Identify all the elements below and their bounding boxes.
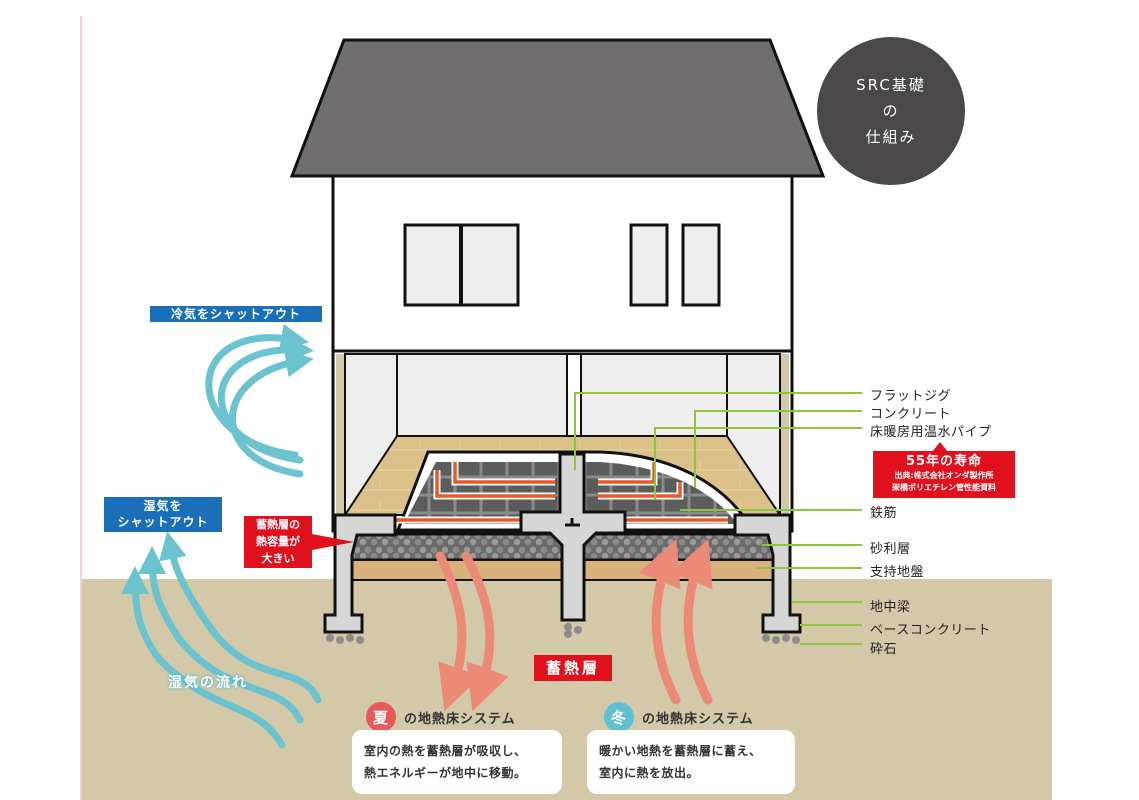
winter-heat-arrows bbox=[638, 539, 713, 705]
winter-system-title: 冬 の地熱床システム bbox=[604, 702, 754, 732]
winter-icon: 冬 bbox=[604, 702, 634, 732]
leader-lines bbox=[574, 392, 862, 645]
humidity-label-line2: シャットアウト bbox=[117, 515, 209, 529]
label-flat-jig: フラットジグ bbox=[870, 389, 952, 404]
summer-desc-line2: 熱エネルギーが地中に移動。 bbox=[364, 766, 527, 780]
label-support-ground: 支持地盤 bbox=[870, 565, 925, 580]
heat-layer-label: 蓄熱層 bbox=[534, 655, 612, 681]
cold-air-arrows bbox=[205, 323, 314, 478]
pipe-lifespan-source2: 架橋ポリエチレン管性能資料 bbox=[892, 483, 996, 492]
label-crushed-stone: 砕石 bbox=[870, 642, 898, 657]
winter-desc-line1: 暖かい地熱を蓄熱層に蓄え、 bbox=[599, 744, 762, 758]
title-badge-line2: の bbox=[882, 102, 900, 120]
label-ground-beam: 地中梁 bbox=[870, 600, 911, 615]
label-concrete: コンクリート bbox=[870, 407, 952, 422]
label-gravel-layer: 砂利層 bbox=[870, 542, 911, 557]
window-right bbox=[629, 223, 721, 307]
winter-system-card: 暖かい地熱を蓄熱層に蓄え、 室内に熱を放出。 bbox=[587, 730, 795, 794]
humidity-arrows bbox=[121, 531, 322, 749]
pipe-lifespan-headline: 55年の寿命 bbox=[905, 454, 983, 469]
title-badge-line1: SRC基礎 bbox=[856, 76, 926, 94]
roof bbox=[289, 38, 826, 178]
label-rebar: 鉄筋 bbox=[870, 506, 898, 521]
pipe-callout-pointer bbox=[932, 442, 948, 452]
pipe-lifespan-callout: 55年の寿命 出典:株式会社オンダ製作所 架橋ポリエチレン管性能資料 bbox=[873, 451, 1015, 498]
summer-heat-arrows bbox=[435, 551, 509, 712]
foundation-beam-center bbox=[519, 452, 627, 638]
winter-system-heading: の地熱床システム bbox=[642, 711, 754, 727]
summer-icon: 夏 bbox=[366, 702, 396, 732]
summer-desc-line1: 室内の熱を蓄熱層が吸収し、 bbox=[364, 744, 527, 758]
humidity-flow-label: 湿気の流れ bbox=[168, 675, 248, 691]
heat-capacity-pointer bbox=[312, 534, 354, 550]
heat-capacity-line1: 蓄熱層の bbox=[256, 518, 300, 531]
summer-system-title: 夏 の地熱床システム bbox=[366, 702, 516, 732]
summer-system-card: 室内の熱を蓄熱層が吸収し、 熱エネルギーが地中に移動。 bbox=[352, 730, 562, 794]
pipe-lifespan-source1: 出典:株式会社オンダ製作所 bbox=[894, 471, 994, 480]
heat-capacity-line2: 熱容量が bbox=[256, 535, 300, 548]
heat-capacity-callout: 蓄熱層の 熱容量が 大きい bbox=[244, 516, 312, 568]
title-badge-line3: 仕組み bbox=[865, 128, 917, 146]
humidity-shutout-label: 湿気を シャットアウト bbox=[104, 497, 222, 532]
window-left bbox=[403, 223, 520, 307]
label-base-concrete: ベースコンクリート bbox=[870, 623, 991, 638]
humidity-label-line1: 湿気を bbox=[143, 499, 183, 513]
summer-system-heading: の地熱床システム bbox=[404, 711, 516, 727]
house-wall bbox=[331, 174, 794, 353]
cold-air-label: 冷気をシャットアウト bbox=[150, 306, 322, 322]
heat-capacity-line3: 大きい bbox=[261, 552, 295, 565]
label-heating-pipe: 床暖房用温水パイプ bbox=[870, 425, 992, 440]
winter-desc-line2: 室内に熱を放出。 bbox=[599, 766, 700, 780]
title-badge: SRC基礎 の 仕組み bbox=[817, 37, 965, 185]
